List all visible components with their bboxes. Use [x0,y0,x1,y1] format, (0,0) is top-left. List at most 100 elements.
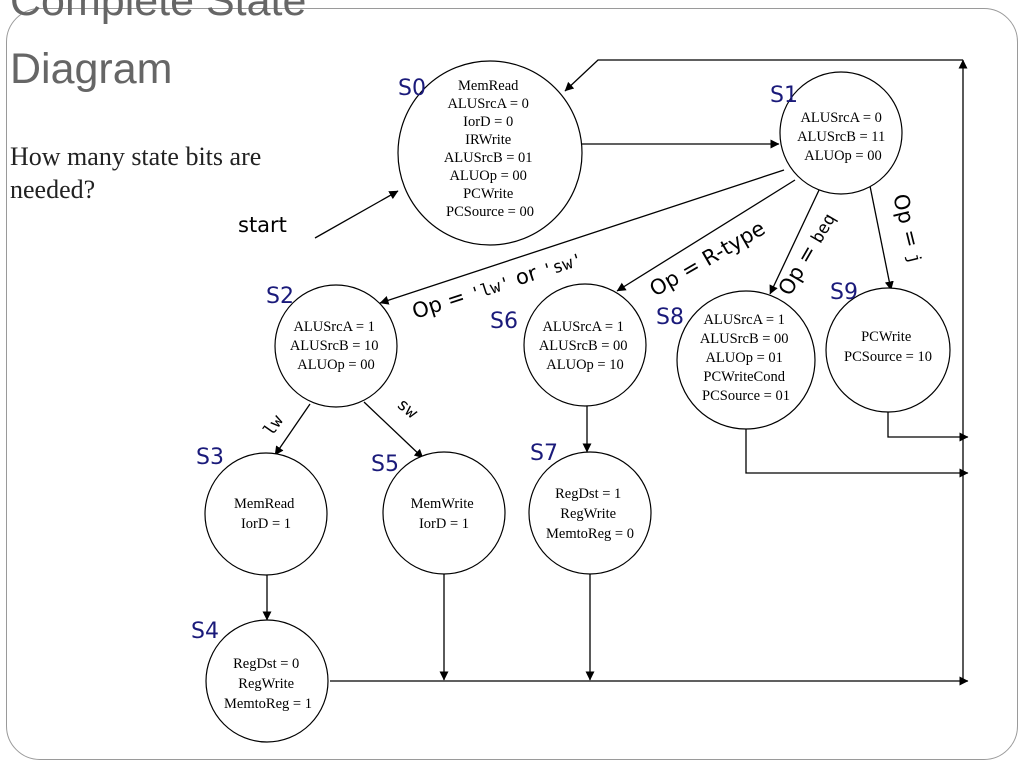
state-s2: S2 ALUSrcA = 1 ALUSrcB = 10 ALUOp = 00 [266,284,398,408]
state-s9: S9 PCWrite PCSource = 10 [825,280,951,413]
state-s4-actions: RegDst = 0 RegWrite MemtoReg = 1 [224,656,312,712]
state-s4: S4 RegDst = 0 RegWrite MemtoReg = 1 [191,619,329,743]
state-s1-actions: ALUSrcA = 0 ALUSrcB = 11 ALUOp = 00 [797,110,889,164]
state-s0-action: IRWrite [465,132,511,148]
state-s0-action: PCWrite [463,186,513,202]
state-s7-actions: RegDst = 1 RegWrite MemtoReg = 0 [546,486,634,542]
label-op-prefix: Op = [774,235,825,300]
state-s6-circle [523,283,647,407]
return-line-to-s0 [564,59,963,92]
slide-title-line-2: Diagram [10,45,173,93]
state-s9-actions: PCWrite PCSource = 10 [844,329,932,365]
state-s5-id: S5 [371,452,399,477]
state-s1-action: ALUSrcB = 11 [797,129,885,145]
label-lw: 'lw' [468,273,513,305]
state-s3-actions: MemRead IorD = 1 [234,496,298,532]
state-s3-id: S3 [196,445,224,470]
state-s9-circle [825,287,951,413]
state-s0-action: ALUOp = 00 [449,168,526,184]
state-s6-action: ALUOp = 10 [546,357,623,373]
state-s6-action: ALUSrcA = 1 [542,319,623,335]
state-s2-circle [274,284,398,408]
transitions [262,59,969,686]
state-s0-action: PCSource = 00 [446,204,534,220]
state-s8-action: ALUSrcB = 00 [700,331,789,347]
arrow-s1-s2 [379,169,785,305]
state-s1-circle [779,71,903,195]
state-s6-action: ALUSrcB = 00 [539,338,628,354]
state-s0-action: IorD = 0 [463,114,513,130]
arrow-s2-s3 [274,403,311,456]
label-s2-lw: lw [260,411,289,440]
state-s2-actions: ALUSrcA = 1 ALUSrcB = 10 ALUOp = 00 [290,319,382,373]
state-s5-action: IorD = 1 [419,516,469,532]
state-s3-action: IorD = 1 [241,516,291,532]
state-s7: S7 RegDst = 1 RegWrite MemtoReg = 0 [528,441,652,575]
state-s0-action: ALUSrcA = 0 [447,96,528,112]
state-s6-id: S6 [490,309,518,334]
state-s7-action: RegDst = 1 [555,486,621,502]
state-s1-action: ALUOp = 00 [804,148,881,164]
state-s5-action: MemWrite [411,496,474,512]
state-s5-circle [382,451,506,575]
state-s5-actions: MemWrite IorD = 1 [411,496,478,532]
state-s8: S8 ALUSrcA = 1 ALUSrcB = 00 ALUOp = 01 P… [656,290,816,430]
label-op-j: Op = j [888,191,928,266]
state-s8-action: ALUSrcA = 1 [703,312,784,328]
label-s2-sw: sw [393,395,422,424]
label-op-rtype: Op = R-type [646,216,770,301]
state-s8-id: S8 [656,305,684,330]
label-sw: 'sw' [540,250,585,282]
state-s0-actions: MemRead ALUSrcA = 0 IorD = 0 IRWrite ALU… [444,78,536,220]
state-s6: S6 ALUSrcA = 1 ALUSrcB = 00 ALUOp = 10 [490,283,647,407]
state-s6-actions: ALUSrcA = 1 ALUSrcB = 00 ALUOp = 10 [539,319,631,373]
state-s9-action: PCSource = 10 [844,349,932,365]
state-s3: S3 MemRead IorD = 1 [196,445,328,576]
state-s4-id: S4 [191,619,219,644]
state-s5: S5 MemWrite IorD = 1 [371,451,506,575]
state-s0-action: MemRead [458,78,519,94]
arrow-start-s0 [314,190,399,239]
state-s0-circle [397,60,583,246]
state-s7-action: RegWrite [560,506,616,522]
arrow-s1-s9 [869,185,894,291]
label-op-prefix: Op = [409,282,474,324]
state-s1-action: ALUSrcA = 0 [800,110,881,126]
state-s2-action: ALUSrcA = 1 [293,319,374,335]
state-s8-actions: ALUSrcA = 1 ALUSrcB = 00 ALUOp = 01 PCWr… [700,312,792,404]
line-s8-to-bus [745,428,969,478]
state-s4-circle [205,619,329,743]
state-s7-id: S7 [530,441,558,466]
state-s1-id: S1 [770,83,798,108]
line-s9-to-bus [887,412,969,442]
question-text: How many state bits are needed? [10,142,262,204]
state-s3-circle [204,452,328,576]
state-s0-action: ALUSrcB = 01 [444,150,533,166]
slide-frame [6,8,1018,760]
state-s7-circle [528,451,652,575]
arrow-s1-s6 [616,179,796,292]
state-s7-action: MemtoReg = 0 [546,526,634,542]
state-s8-circle [676,290,816,430]
arrow-s1-s8 [769,187,821,295]
state-s2-action: ALUSrcB = 10 [290,338,379,354]
state-s0-id: S0 [398,76,426,101]
state-s8-action: PCWriteCond [703,369,785,385]
state-s2-action: ALUOp = 00 [297,357,374,373]
label-op-prefix: Op = [888,191,926,256]
state-s9-action: PCWrite [861,329,911,345]
state-s2-id: S2 [266,284,294,309]
label-j: j [903,251,925,266]
state-s4-action: MemtoReg = 1 [224,696,312,712]
state-s8-action: ALUOp = 01 [705,350,782,366]
slide-title-line-1: Complete State [10,0,307,25]
start-label: start [238,213,287,237]
state-s4-action: RegDst = 0 [233,656,299,672]
state-s9-id: S9 [830,280,858,305]
state-s0: S0 MemRead ALUSrcA = 0 IorD = 0 IRWrite … [397,60,583,246]
state-s4-action: RegWrite [238,676,294,692]
state-s1: S1 ALUSrcA = 0 ALUSrcB = 11 ALUOp = 00 [770,71,903,195]
state-s3-action: MemRead [234,496,295,512]
state-s8-action: PCSource = 01 [702,388,790,404]
